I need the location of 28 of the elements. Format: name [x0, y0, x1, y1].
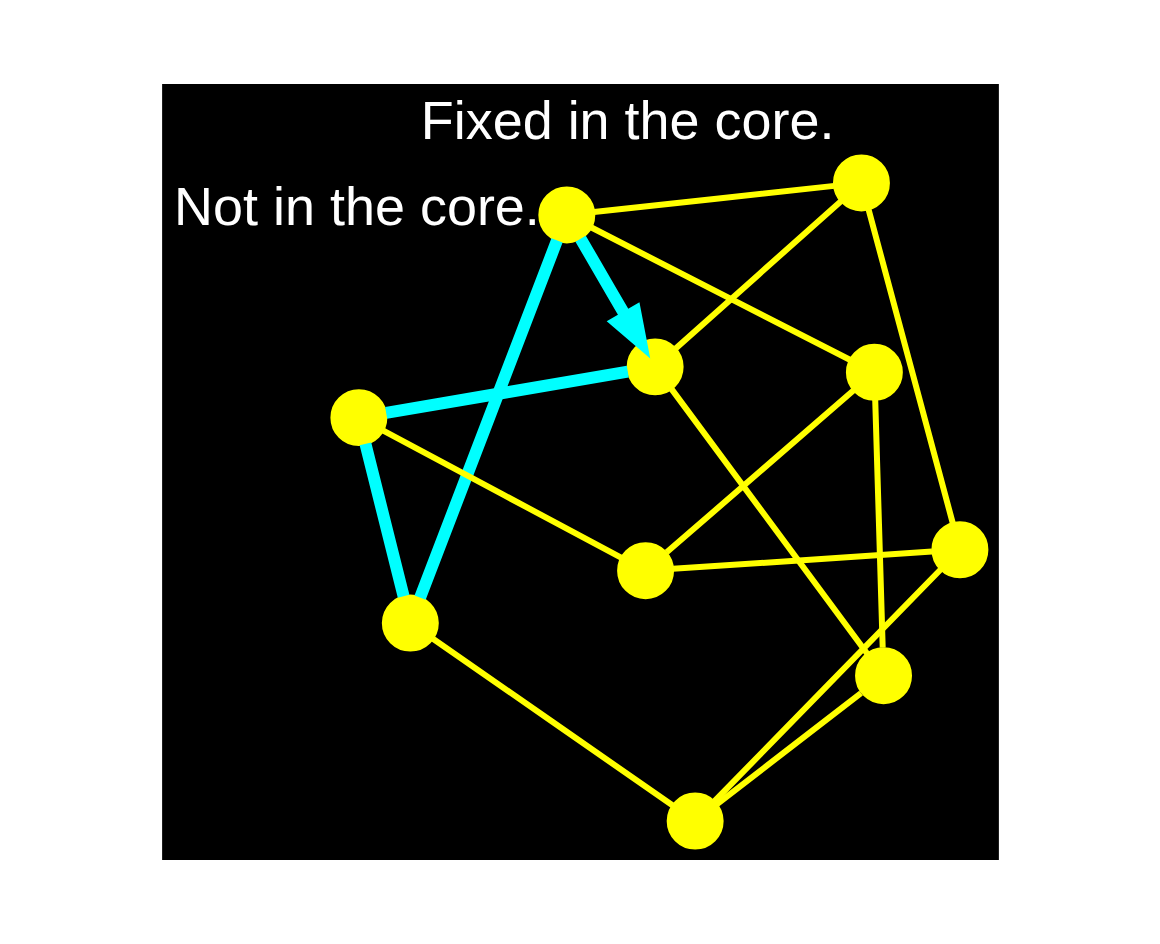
connector: [381, 428, 623, 561]
connector: [664, 387, 856, 555]
connector: [711, 567, 943, 804]
connector: [714, 690, 863, 807]
connector: [672, 548, 932, 572]
node-circle: [329, 389, 387, 447]
node-circle: [845, 343, 903, 401]
connector: [359, 442, 409, 598]
node-circle: [616, 542, 674, 600]
connector: [668, 387, 869, 656]
node-circle: [381, 594, 439, 652]
connector: [430, 636, 674, 808]
node-circle: [666, 792, 724, 850]
connector: [384, 365, 629, 419]
node-circle: [626, 338, 684, 396]
connector: [673, 198, 843, 351]
node-circle: [854, 647, 912, 705]
connector: [414, 238, 563, 600]
arrow: [574, 235, 650, 359]
connector: [865, 208, 956, 525]
node-label: Fixed in the core.: [420, 90, 834, 151]
node-circle: [537, 186, 595, 244]
node-circle: [930, 521, 988, 579]
connector: [871, 399, 886, 648]
connector: [593, 182, 835, 215]
node-label: Not in the core.: [173, 176, 540, 237]
connector: [589, 224, 852, 363]
node-circle: [832, 154, 890, 212]
